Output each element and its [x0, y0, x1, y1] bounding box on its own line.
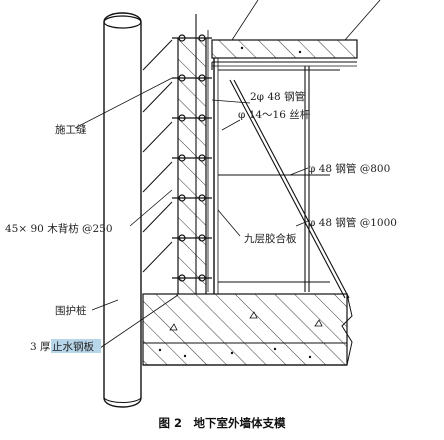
label-retaining-pile: 围护桩: [55, 304, 87, 317]
top-slab: [211, 39, 358, 67]
label-construction-joint: 施工缝: [55, 123, 87, 136]
figure-caption: 图 2 地下室外墙体支模: [158, 416, 286, 430]
concrete-slab: [142, 293, 353, 366]
label-steel-pipe-800: φ 48 钢管 @800: [308, 162, 390, 175]
steel-pipe-scaffold: [211, 62, 350, 299]
label-plywood: 九层胶合板: [244, 232, 297, 245]
label-steel-pipe-1000: φ 48 钢管 @1000: [308, 216, 397, 229]
label-leaders: [74, 77, 309, 349]
label-double-steel-pipe: 2φ 48 钢管: [250, 90, 305, 103]
pipe-clamps: [172, 34, 212, 282]
label-waterstop-highlight: 止水钢板: [52, 340, 94, 353]
label-waterstop: 3 厚 止水钢板: [30, 339, 101, 353]
top-leader-lines: [231, 0, 381, 41]
label-waterstop-prefix: 3 厚: [30, 341, 51, 353]
timber-joists: [142, 39, 173, 273]
label-threaded-rod: φ 14～16 丝杆: [238, 108, 311, 121]
retaining-pile: [103, 12, 142, 408]
label-timber-joist: 45× 90 木背枋 @250: [5, 222, 113, 235]
